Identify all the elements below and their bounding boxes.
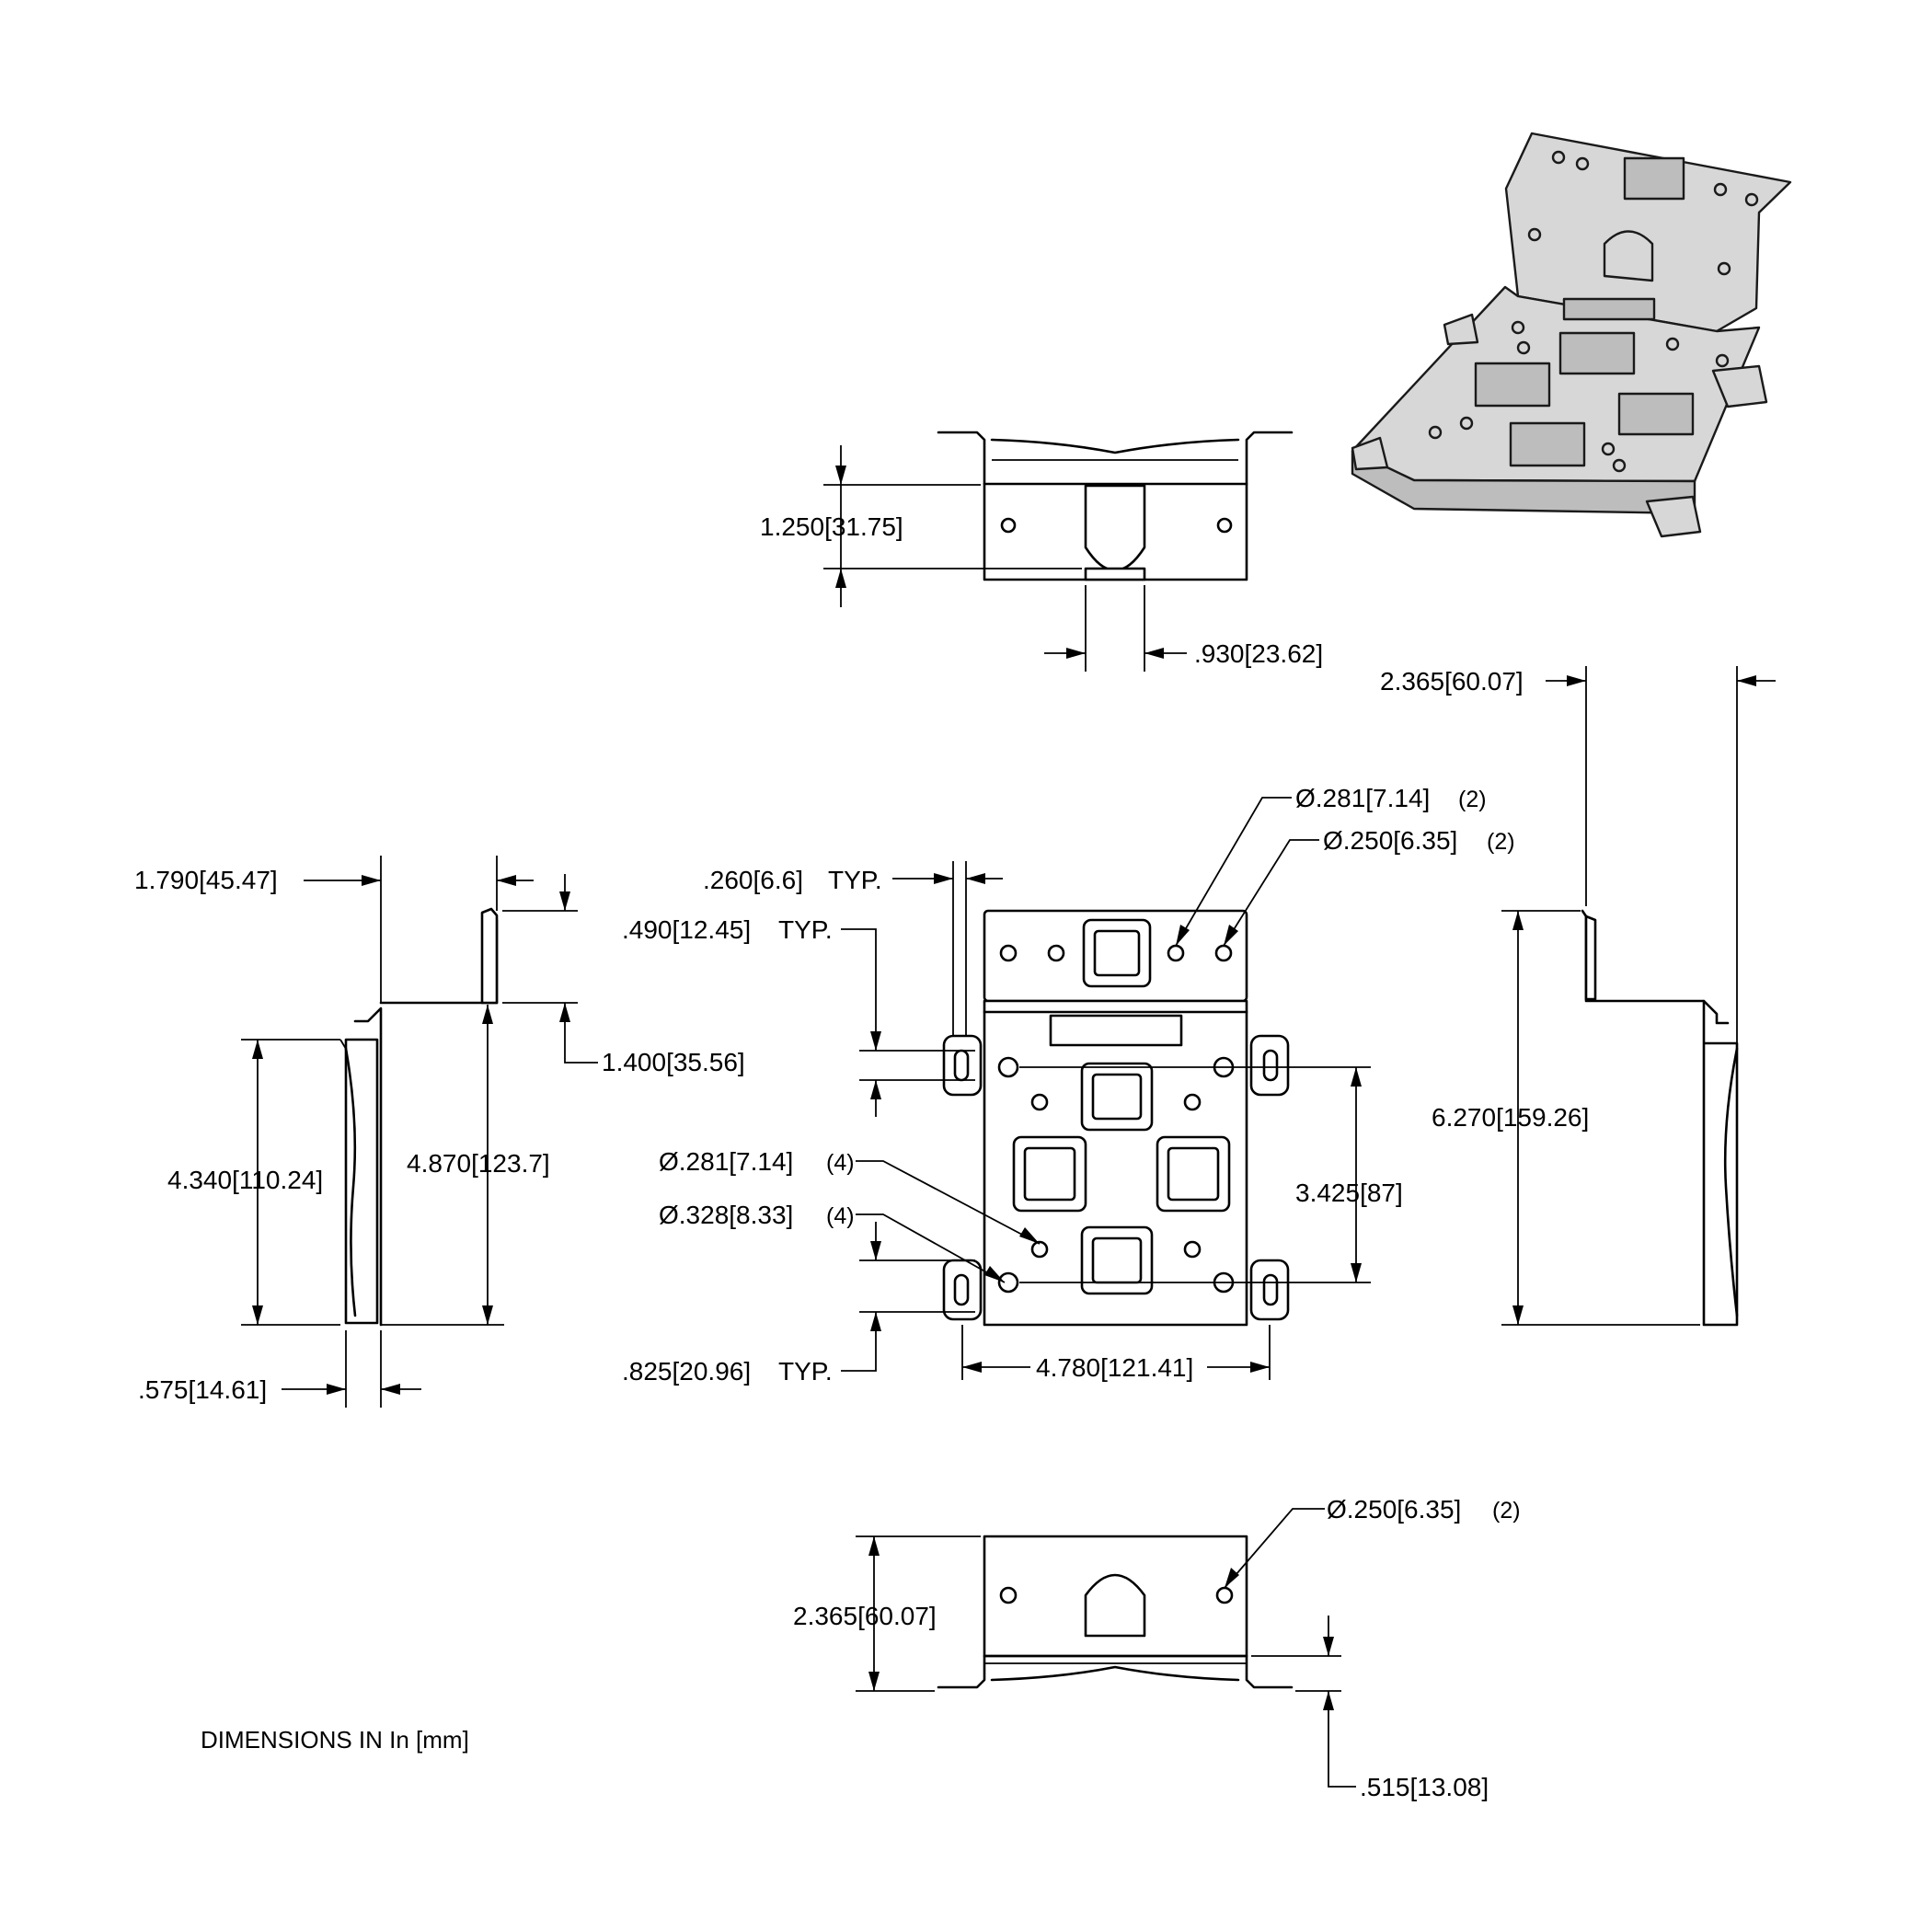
dim-3425 bbox=[1019, 1066, 1371, 1283]
label-top-slot-width: .930[23.62] bbox=[1194, 639, 1323, 668]
label-hole-250-2-qty: (2) bbox=[1487, 829, 1515, 855]
dim-490 bbox=[841, 928, 975, 1117]
label-hole-281-4-qty: (4) bbox=[826, 1150, 855, 1176]
label-top-height: 1.250[31.75] bbox=[760, 512, 903, 541]
leader-281-4 bbox=[856, 1160, 1041, 1245]
label-slot-825: .825[20.96] bbox=[622, 1357, 751, 1386]
leader-281-2 bbox=[1175, 797, 1292, 947]
dim-2365-top bbox=[1546, 666, 1776, 1325]
dim-1790 bbox=[304, 856, 534, 1003]
label-bottom-2365: 2.365[60.07] bbox=[793, 1602, 937, 1630]
label-right-6270: 6.270[159.26] bbox=[1432, 1103, 1589, 1132]
label-hole-281-2-qty: (2) bbox=[1458, 787, 1487, 812]
dim-575 bbox=[282, 1330, 421, 1408]
leader-250-2 bbox=[1223, 839, 1319, 947]
label-hole-250-2: Ø.250[6.35] bbox=[1323, 826, 1457, 855]
dim-4780 bbox=[961, 1325, 1271, 1380]
label-hole-281-4: Ø.281[7.14] bbox=[659, 1147, 793, 1176]
dim-4870 bbox=[381, 1005, 504, 1326]
leader-bottom-250 bbox=[1224, 1508, 1325, 1589]
bottom-view bbox=[856, 1508, 1356, 1788]
label-bottom-515: .515[13.08] bbox=[1360, 1773, 1489, 1801]
label-slot-260: .260[6.6] bbox=[703, 866, 803, 894]
dim-1400 bbox=[502, 874, 598, 1064]
label-right-top-width: 2.365[60.07] bbox=[1380, 667, 1524, 696]
label-slot-825-typ: TYP. bbox=[778, 1357, 833, 1386]
left-side-view bbox=[241, 856, 598, 1408]
label-slot-490: .490[12.45] bbox=[622, 915, 751, 944]
top-view bbox=[823, 431, 1294, 672]
front-view bbox=[841, 797, 1371, 1380]
right-side-view bbox=[1501, 666, 1776, 1327]
label-hole-328-4: Ø.328[8.33] bbox=[659, 1201, 793, 1229]
dim-930 bbox=[1044, 585, 1187, 672]
label-left-4340: 4.340[110.24] bbox=[167, 1166, 323, 1194]
isometric-view bbox=[1351, 132, 1792, 538]
label-hole-281-2: Ø.281[7.14] bbox=[1295, 784, 1430, 812]
dim-825 bbox=[841, 1222, 975, 1372]
label-left-575: .575[14.61] bbox=[138, 1375, 267, 1404]
dim-bottom-2365 bbox=[856, 1535, 981, 1692]
dim-bottom-515 bbox=[1251, 1616, 1356, 1788]
label-left-4870: 4.870[123.7] bbox=[407, 1149, 550, 1178]
units-note: DIMENSIONS IN In [mm] bbox=[201, 1726, 469, 1754]
label-hole-328-4-qty: (4) bbox=[826, 1203, 855, 1229]
dim-4340 bbox=[241, 1039, 340, 1326]
dim-260 bbox=[892, 861, 1003, 1036]
label-center-4780: 4.780[121.41] bbox=[1036, 1353, 1193, 1382]
label-slot-490-typ: TYP. bbox=[778, 915, 833, 944]
dim-6270 bbox=[1501, 910, 1700, 1326]
label-slot-260-typ: TYP. bbox=[828, 866, 882, 894]
label-left-width: 1.790[45.47] bbox=[134, 866, 278, 894]
label-left-flange-1400: 1.400[35.56] bbox=[602, 1048, 745, 1076]
label-bottom-hole-250-qty: (2) bbox=[1492, 1498, 1521, 1524]
label-bottom-hole-250: Ø.250[6.35] bbox=[1327, 1495, 1461, 1524]
dim-1250 bbox=[823, 445, 1082, 607]
label-center-3425: 3.425[87] bbox=[1295, 1179, 1403, 1207]
